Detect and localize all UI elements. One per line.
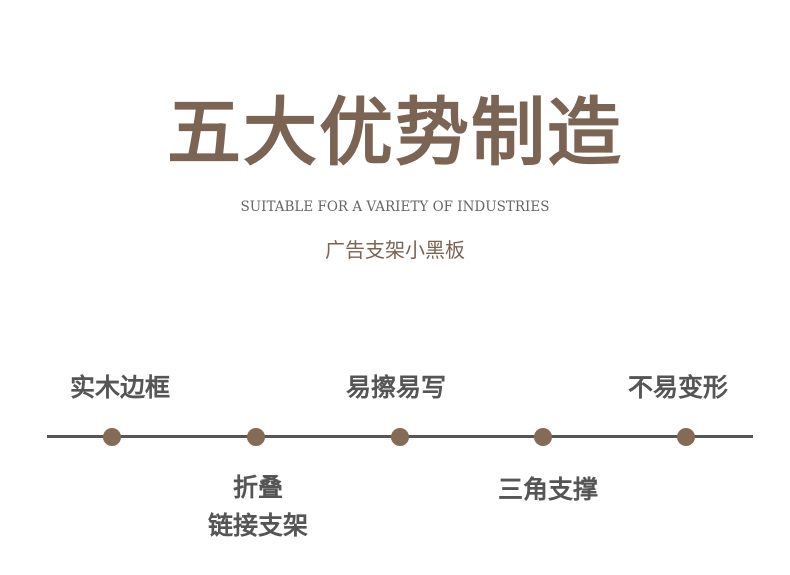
- main-title: 五大优势制造: [167, 90, 623, 176]
- subtitle-chinese: 广告支架小黑板: [325, 238, 465, 262]
- feature-easy-erase: 易擦易写: [345, 373, 446, 402]
- subtitle-english: SUITABLE FOR A VARIETY OF INDUSTRIES: [240, 199, 550, 215]
- feature-no-deform: 不易变形: [627, 373, 728, 402]
- feature-folding-line1: 折叠: [232, 473, 283, 502]
- feature-tripod-support: 三角支撑: [497, 475, 598, 504]
- feature-solid-wood-frame: 实木边框: [69, 373, 170, 402]
- timeline-dot: [103, 428, 121, 446]
- feature-folding: 折叠 链接支架: [168, 469, 348, 545]
- timeline-dot: [247, 428, 265, 446]
- timeline-dot: [391, 428, 409, 446]
- timeline-dot: [534, 428, 552, 446]
- timeline-dot: [677, 428, 695, 446]
- feature-folding-line2: 链接支架: [207, 511, 308, 540]
